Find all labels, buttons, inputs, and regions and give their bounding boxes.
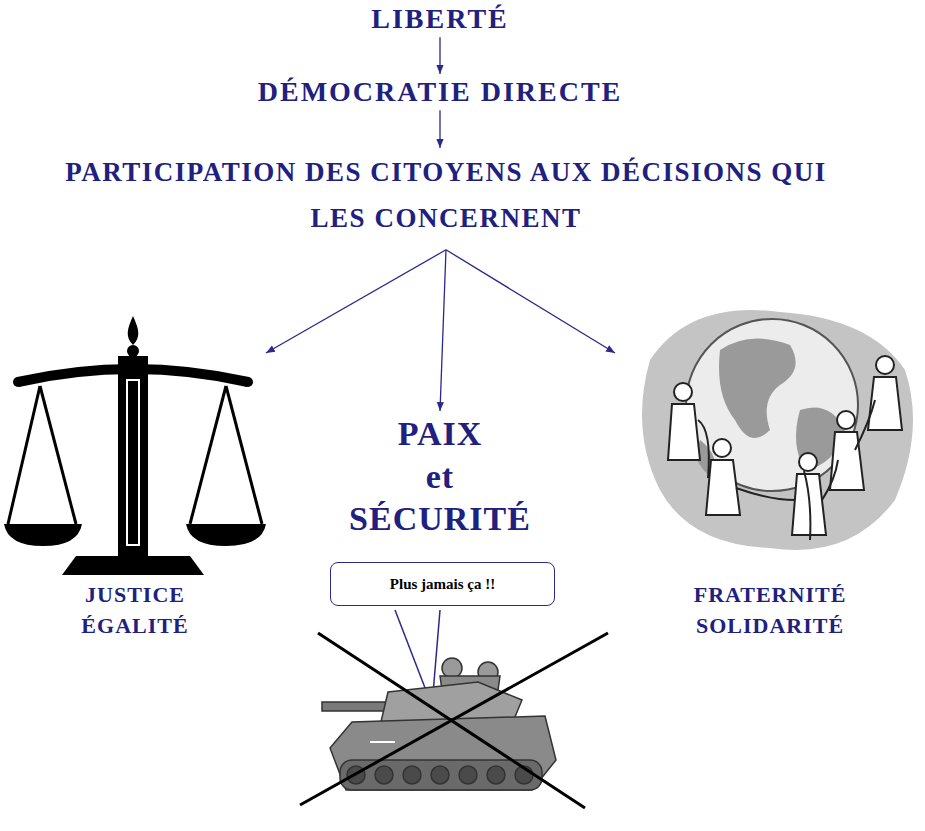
tank-illustration [322, 658, 556, 790]
tank-wheel [459, 766, 477, 784]
value-text: LIBERTÉ [371, 3, 509, 35]
arrow-connector [446, 250, 615, 353]
arrow-connector [439, 110, 440, 148]
tank-wheel [431, 766, 449, 784]
node-label: DÉMOCRATIE DIRECTE [258, 76, 623, 108]
scales-illustration [4, 316, 266, 575]
cross-out [300, 633, 608, 808]
tank-wheel [487, 766, 505, 784]
arrow-connector [266, 250, 446, 353]
node-label: FRATERNITÉ SOLIDARITÉ [615, 580, 925, 642]
peace-node: PAIX et SÉCURITÉ [325, 413, 555, 541]
node-label: PARTICIPATION DES CITOYENS AUX DÉCISIONS… [61, 150, 831, 242]
value-text: DÉMOCRATIE DIRECTE [258, 76, 623, 108]
node-label: LIBERTÉ [371, 3, 509, 35]
tank-wheel [375, 766, 393, 784]
principle-text: PARTICIPATION DES CITOYENS AUX DÉCISIONS… [61, 150, 831, 248]
arrow-connector [439, 37, 440, 74]
node-label: JUSTICE ÉGALITÉ [0, 580, 270, 642]
solidarity-node: FRATERNITÉ SOLIDARITÉ [615, 355, 925, 650]
justice-node: JUSTICE ÉGALITÉ [0, 355, 270, 650]
speech-bubble: Plus jamais ça !! [330, 562, 555, 606]
node-label: PAIX et SÉCURITÉ [325, 413, 555, 541]
globe-illustration [642, 310, 913, 550]
node-label: Plus jamais ça !! [341, 575, 544, 593]
tank-wheel [403, 766, 421, 784]
arrow-connector [440, 250, 446, 411]
